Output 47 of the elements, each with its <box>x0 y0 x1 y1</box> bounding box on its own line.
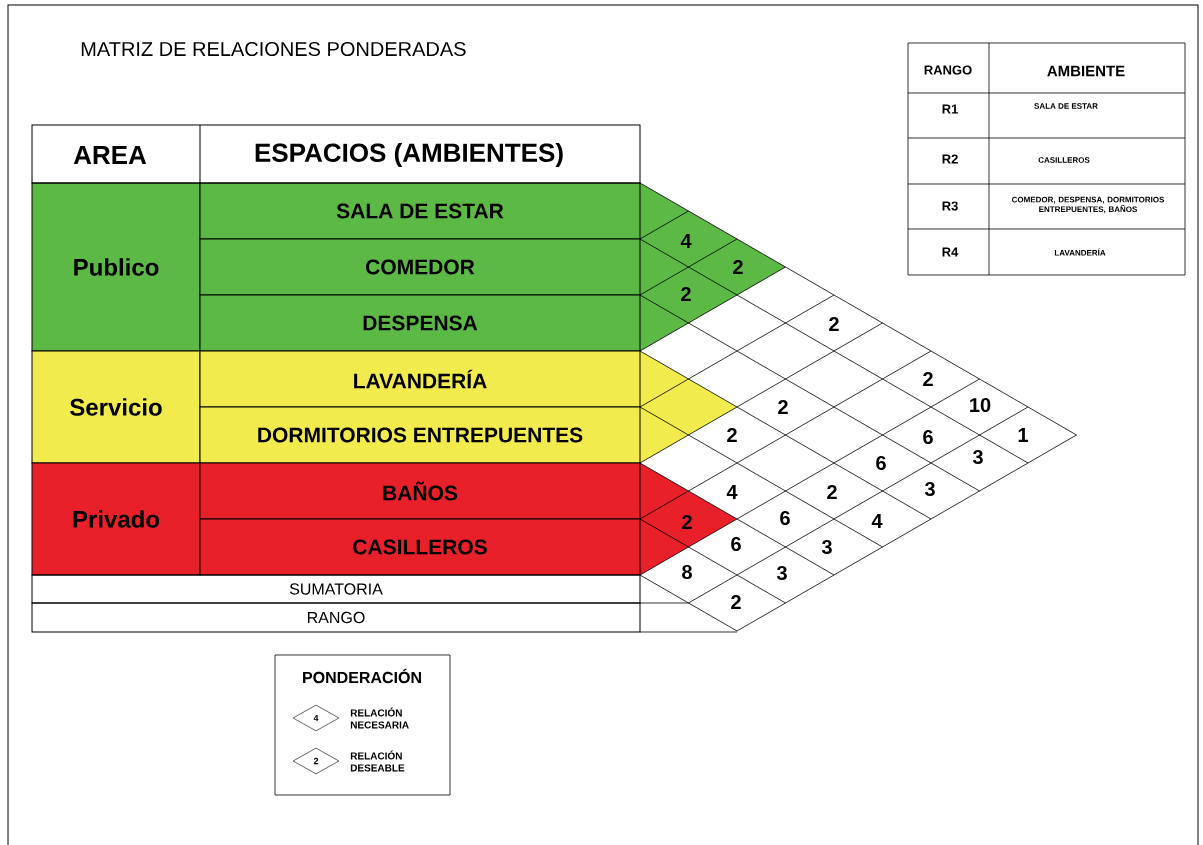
weight-value: 2 <box>727 428 737 442</box>
weight-value: 2 <box>778 400 788 414</box>
weight-value: 2 <box>731 595 741 609</box>
area-cell: Privado <box>31 462 201 576</box>
space-list: LAVANDERÍA <box>1054 248 1106 256</box>
summary-row: SUMATORIA <box>31 574 641 604</box>
legend-title: PONDERACIÓN <box>303 668 421 684</box>
legend-text: RELACIÓN DESEABLE <box>350 750 405 772</box>
space-list: COMEDOR, DESPENSA, DORMITORIOS ENTREPUENTES, BAÑOS <box>1011 196 1165 214</box>
title: MATRIZ DE RELACIONES PONDERADAS <box>81 41 466 57</box>
space-row: DESPENSA <box>199 294 641 352</box>
column-header: AMBIENTE <box>1047 65 1125 77</box>
weight-value: 8 <box>682 564 692 580</box>
weight-value: 3 <box>924 481 935 497</box>
space-list: CASILLEROS <box>1038 157 1090 163</box>
rank-label: R4 <box>942 247 959 257</box>
legend-text: RELACIÓN NECESARIA <box>350 707 409 729</box>
weight-value: 3 <box>972 449 983 465</box>
rank-label: R2 <box>942 154 958 164</box>
rank-label: R3 <box>942 201 958 211</box>
weight-value: 4 <box>680 234 692 248</box>
weight-value: 2 <box>827 485 837 499</box>
area-cell: Publico <box>31 182 201 352</box>
column-header: RANGO <box>924 65 972 75</box>
weight-value: 6 <box>731 536 741 552</box>
weight-value: 1 <box>1018 428 1028 442</box>
space-row: COMEDOR <box>199 238 641 296</box>
weight-value: 2 <box>923 372 933 386</box>
space-row: SALA DE ESTAR <box>199 182 641 240</box>
weight-value: 2 <box>682 515 692 529</box>
weight-value: 6 <box>876 455 886 471</box>
weight-value: 3 <box>821 539 832 555</box>
weight-value: 10 <box>970 397 991 413</box>
summary-row: RANGO <box>31 602 641 633</box>
column-header: ESPACIOS (AMBIENTES) <box>255 142 563 168</box>
area-cell: Servicio <box>31 350 201 464</box>
weight-value: 3 <box>776 565 787 581</box>
space-list: SALA DE ESTAR <box>1034 103 1098 109</box>
weight-value: 2 <box>829 317 839 331</box>
weight-value: 6 <box>923 429 933 445</box>
rank-label: R1 <box>942 104 958 114</box>
weight-value: 2 <box>733 260 743 274</box>
weight-value: 2 <box>681 287 691 301</box>
weight-value: 6 <box>780 510 790 526</box>
column-header: AREA <box>73 146 147 164</box>
weight-value: 4 <box>726 485 738 499</box>
weight-value: 4 <box>871 514 883 528</box>
